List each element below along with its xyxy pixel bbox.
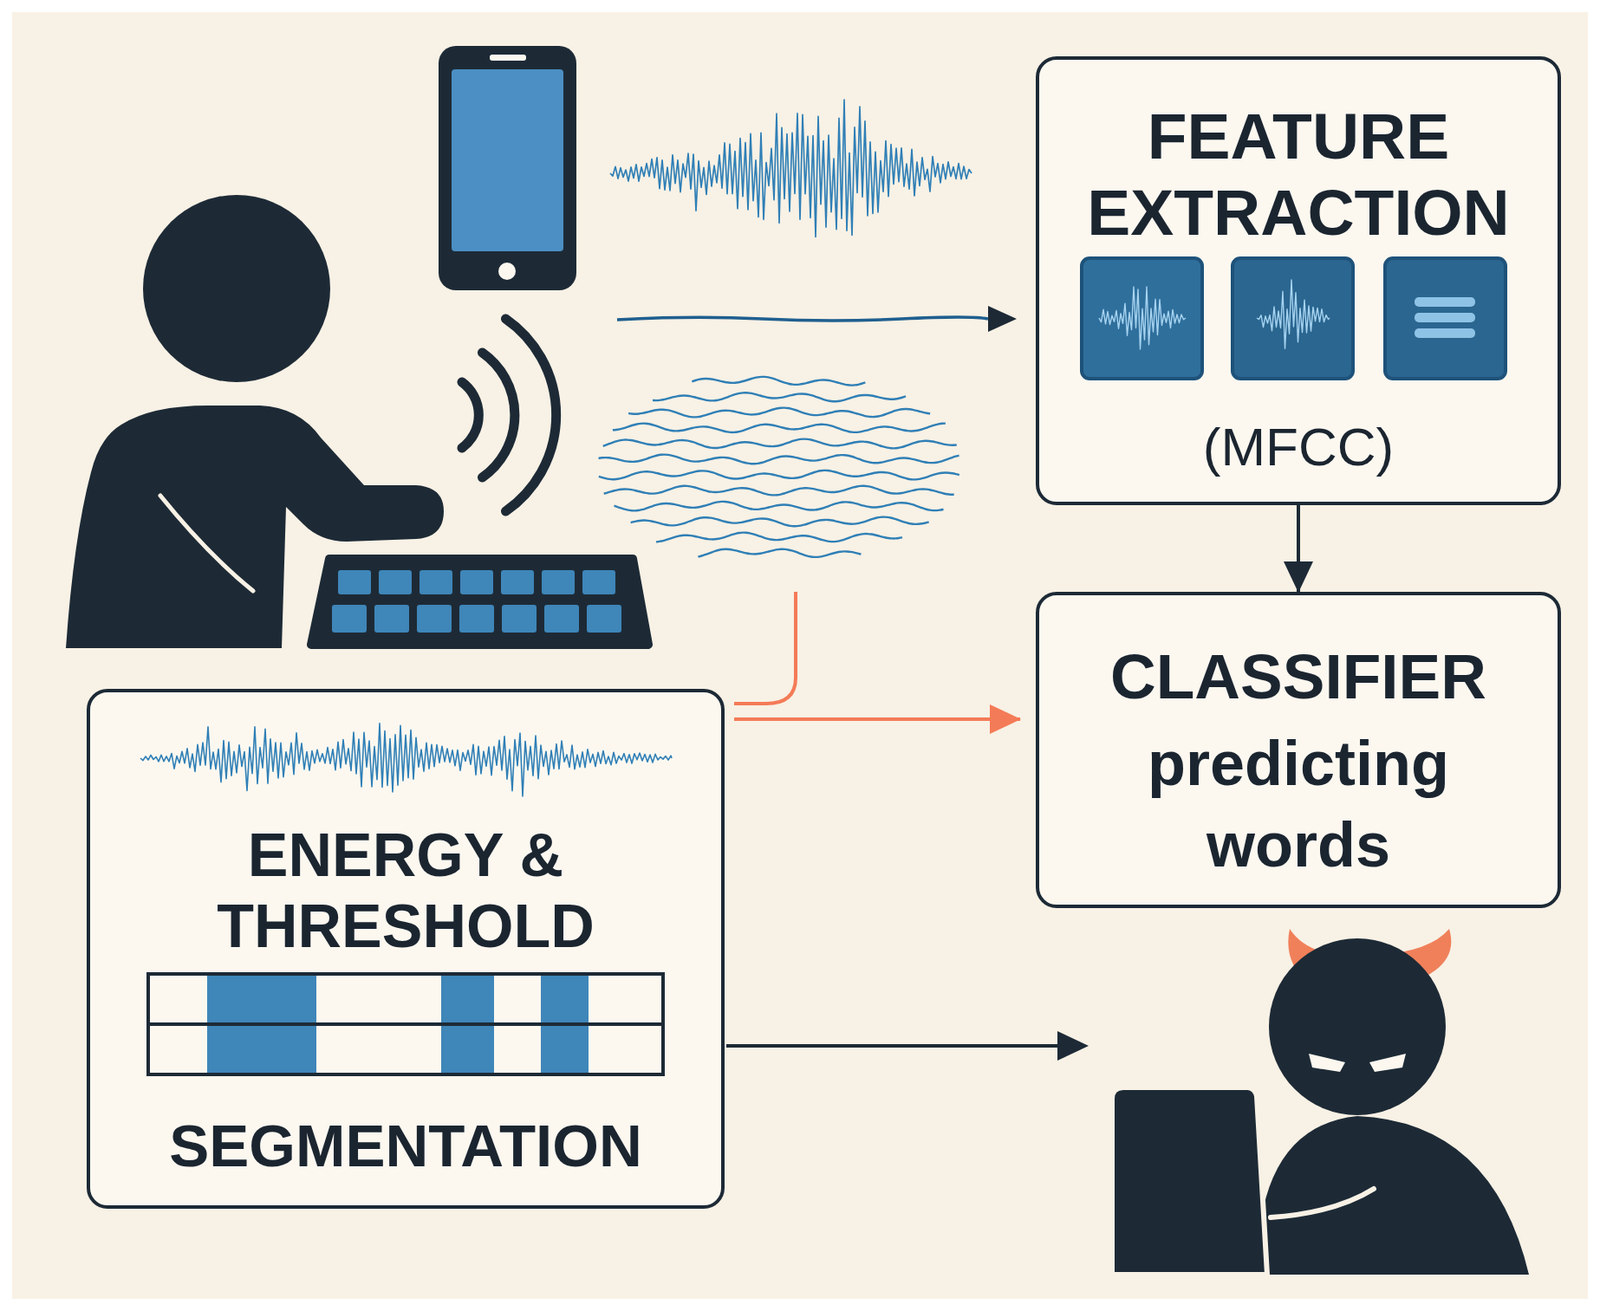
noise-line [691, 377, 866, 386]
key [586, 604, 622, 633]
feature-icon [1385, 258, 1506, 379]
noise-line [612, 423, 946, 433]
process-box: FEATURE EXTRACTION (MFCC) [1035, 56, 1561, 506]
noise-line [697, 549, 861, 558]
laptop-icon [1112, 1087, 1268, 1275]
segment [207, 974, 317, 1075]
orange-lead-line [734, 591, 796, 704]
feature-bar [1414, 312, 1476, 323]
attacker-icon [1112, 929, 1529, 1275]
process-box: ENERGY & THRESHOLD SEGMENTATION [86, 689, 725, 1210]
arrow-head [1057, 1031, 1089, 1061]
phone-screen [451, 69, 564, 252]
box-heading: FEATURE EXTRACTION [1055, 97, 1542, 251]
sound-waves [461, 318, 557, 512]
key [419, 570, 453, 595]
box-heading: SEGMENTATION [110, 1112, 701, 1182]
attacker-body [1256, 1116, 1529, 1275]
sound-arc [461, 382, 479, 449]
key [459, 604, 495, 633]
arrow-line [726, 1044, 1061, 1048]
waveforms [140, 279, 1330, 797]
phone-icon [438, 45, 577, 291]
attacker-arrow [726, 1031, 1089, 1061]
key [416, 604, 452, 633]
segmentation-bars [148, 974, 664, 1075]
key [460, 570, 494, 595]
person-body [65, 405, 444, 649]
noise-line [603, 439, 957, 449]
key [378, 570, 412, 595]
phone-button [498, 262, 516, 280]
signal-arrow [617, 305, 1017, 332]
segment [540, 974, 589, 1075]
key [582, 570, 616, 595]
attacker-head [1268, 938, 1446, 1116]
page-background [12, 12, 1588, 1300]
keyboard-body [311, 559, 649, 645]
waveforms [598, 99, 972, 558]
signal-line [617, 317, 989, 321]
process-box: CLASSIFIER predicting words [1035, 591, 1561, 909]
key [338, 570, 371, 595]
key [374, 604, 410, 633]
attacker-eye [1369, 1053, 1406, 1073]
box-heading: CLASSIFIER [1055, 640, 1542, 714]
attacker-eye [1308, 1053, 1346, 1073]
segment-frame [148, 974, 664, 1075]
connector-arrow [1296, 505, 1301, 592]
connector-arrow [734, 717, 1021, 722]
noise-lines [598, 377, 960, 558]
noise-line [598, 470, 960, 481]
key [501, 604, 537, 633]
noise-line [614, 501, 944, 512]
segment-divider [148, 1022, 664, 1027]
key [331, 604, 367, 633]
keyboard-icon [311, 559, 649, 645]
waveform [1099, 286, 1186, 350]
feature-icons [1081, 258, 1506, 379]
waveform [610, 99, 972, 237]
noise-line [656, 533, 903, 543]
box-subtitle: (MFCC) [1055, 416, 1542, 478]
feature-bar [1414, 328, 1476, 339]
key [541, 570, 575, 595]
noise-line [628, 408, 931, 418]
keyboard-keys [331, 570, 622, 633]
noise-line [652, 392, 906, 402]
noise-line [604, 486, 955, 496]
key [500, 570, 534, 595]
segment [441, 974, 495, 1075]
box-text: predicting words [1116, 722, 1481, 886]
phone-body [438, 45, 577, 291]
feature-bar [1414, 297, 1476, 307]
key [544, 604, 579, 633]
sound-arc [506, 318, 557, 512]
waveform [140, 723, 672, 797]
phone-speaker [489, 54, 527, 61]
sound-arc [482, 352, 515, 478]
person-arm-line [160, 495, 254, 592]
waveform-icon [1081, 258, 1203, 379]
person-icon [65, 195, 444, 649]
noise-line [630, 517, 930, 527]
box-heading: ENERGY & THRESHOLD [206, 819, 605, 963]
attacker-arm-line [1270, 1189, 1374, 1218]
noise-line [598, 455, 960, 465]
person-head [143, 195, 331, 383]
waveform-icon [1232, 258, 1353, 379]
waveform [1256, 279, 1330, 349]
arrow-head [988, 305, 1017, 332]
